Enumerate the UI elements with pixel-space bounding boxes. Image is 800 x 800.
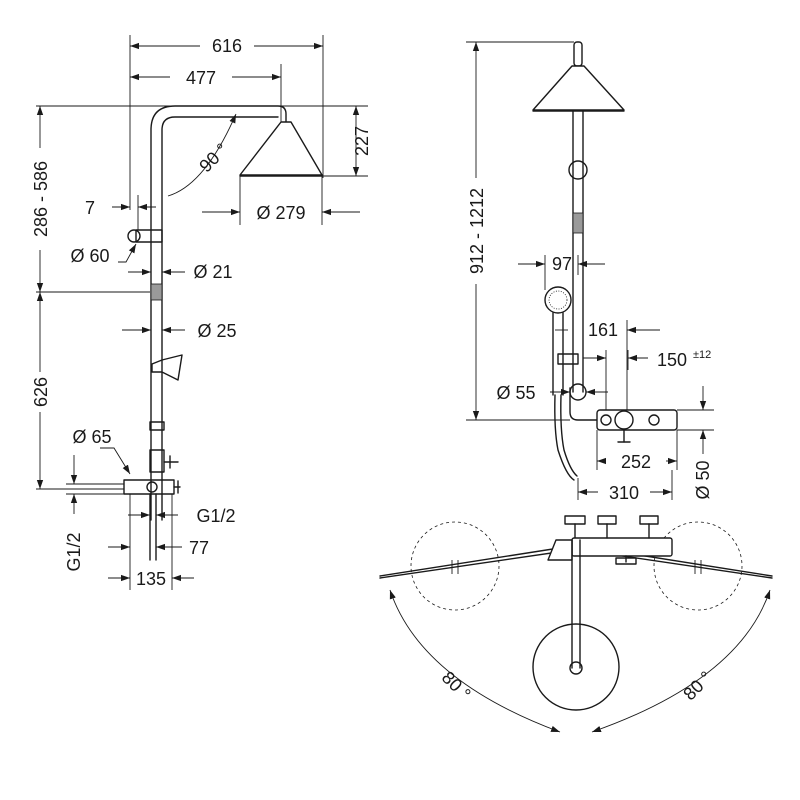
dim-dia-55: Ø 55 [496,383,535,403]
dim-310: 310 [609,483,639,503]
dim-286-586: 286 - 586 [31,161,51,237]
angle-80-right: 80 ° [679,667,716,704]
dim-97: 97 [552,254,572,274]
dim-161: 161 [588,320,618,340]
thermostat-mixer-body [596,409,678,431]
dim-912-1212: 912 - 1212 [467,188,487,274]
dim-dia-60: Ø 60 [70,246,109,266]
side-dimensions: 616 477 227 90 ° Ø 279 7 [31,35,372,590]
dim-477: 477 [186,68,216,88]
side-view: 616 477 227 90 ° Ø 279 7 [31,35,372,590]
swing-circle-left [410,521,500,611]
dim-dia-50: Ø 50 [693,460,713,499]
overhead-shower-cone [239,121,323,176]
top-view: 80 ° 80 ° [379,515,773,733]
swing-circle-right [653,521,743,611]
dim-227: 227 [352,126,372,156]
dim-77: 77 [189,538,209,558]
angle-80-left: 80 ° [438,667,475,704]
overhead-shower-top-disc [532,623,620,711]
dim-dia-25: Ø 25 [197,321,236,341]
dim-616: 616 [212,36,242,56]
dim-dia-21: Ø 21 [193,262,232,282]
dim-626: 626 [31,377,51,407]
thread-g12-left: G1/2 [64,532,84,571]
front-height-band [572,212,584,234]
tolerance-12: ±12 [693,349,711,361]
height-adjust-band [150,283,163,301]
dim-252: 252 [621,452,651,472]
dim-dia-279: Ø 279 [256,203,305,223]
front-view: 912 - 1212 97 161 150 ±12 Ø 55 [466,41,714,503]
front-dimensions: 912 - 1212 97 161 150 ±12 Ø 55 [466,41,714,503]
hand-shower-head [544,286,572,314]
dim-7: 7 [85,198,95,218]
angle-90: 90 ° [195,139,232,176]
front-overhead-cone [532,65,625,111]
dim-135: 135 [136,569,166,589]
front-shower-column [532,41,678,481]
thread-g12-right: G1/2 [196,506,235,526]
hand-shower-holder [151,354,183,381]
side-shower-column [123,105,323,561]
dim-150: 150 [657,350,687,370]
dim-dia-65: Ø 65 [72,427,111,447]
